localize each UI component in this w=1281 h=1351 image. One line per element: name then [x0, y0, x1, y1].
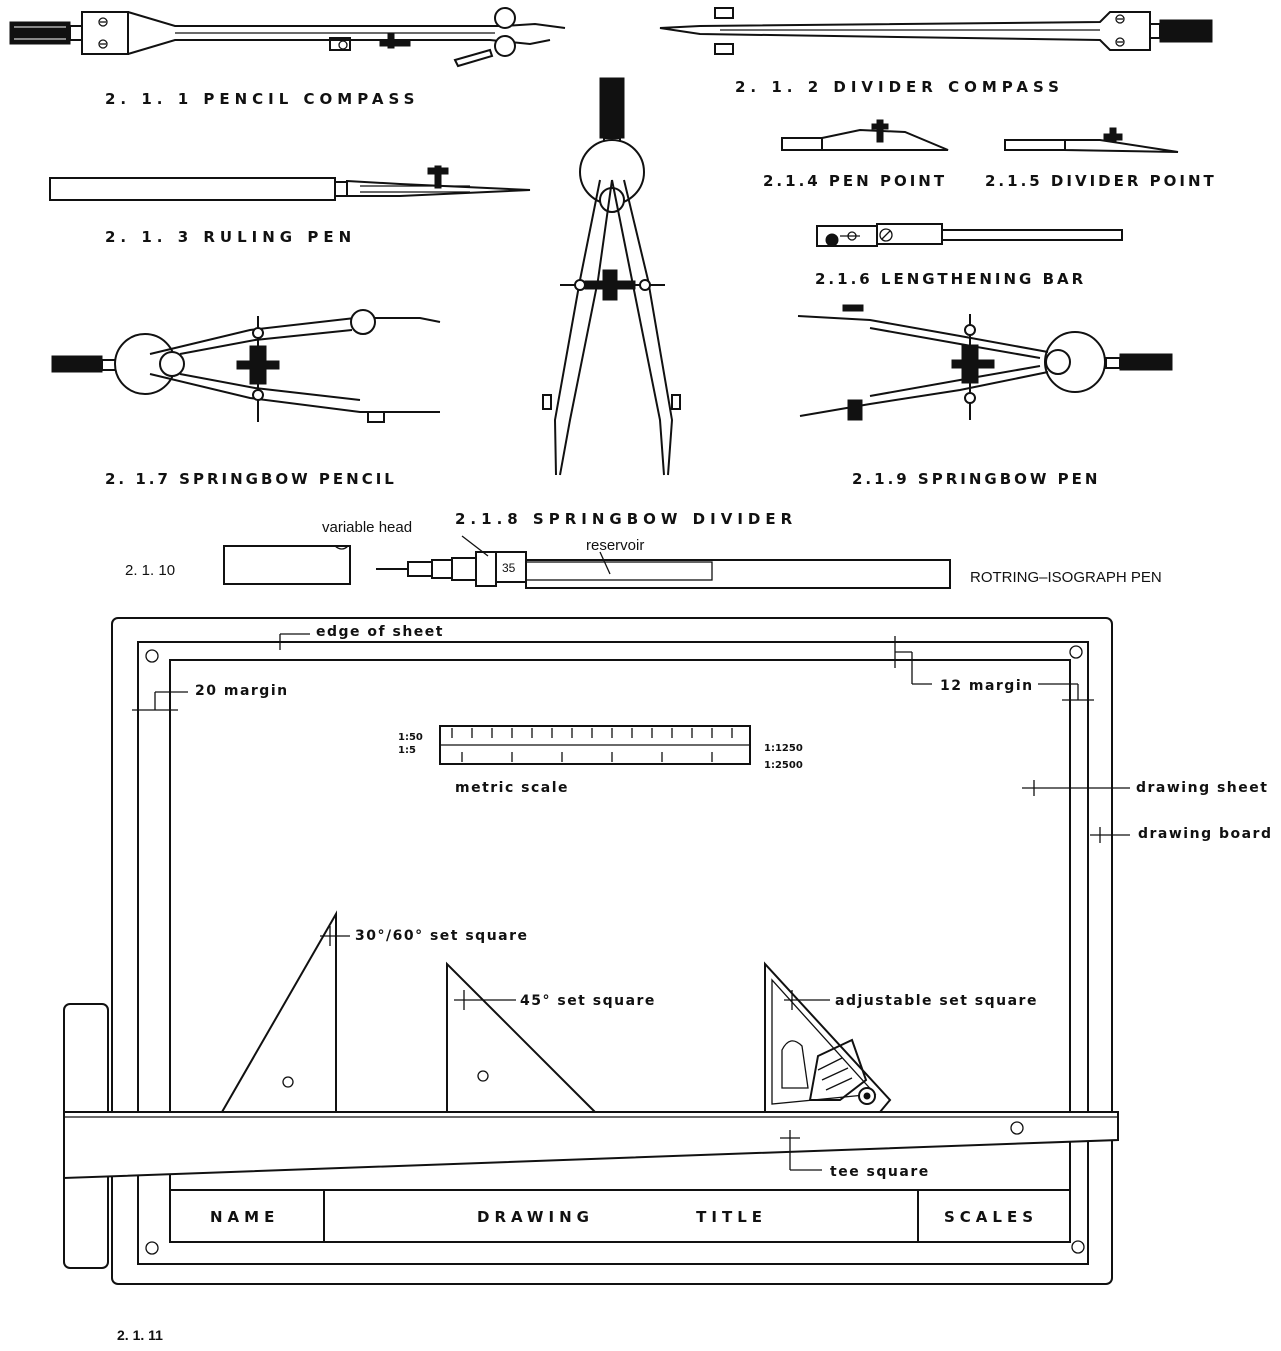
drawing-sheet-callout: [1022, 780, 1130, 796]
edge-of-sheet-callout: [274, 633, 310, 650]
adjustable-set-square-label: adjustable set square: [835, 993, 1038, 1009]
ruling-pen-drawing: [49, 165, 531, 201]
margin-12-callout: [888, 636, 1094, 706]
drawing-board-outline: [111, 617, 1113, 1285]
adjustable-set-square: [764, 961, 892, 1113]
figure-number-2-1-11: 2. 1. 11: [117, 1327, 163, 1343]
divider-compass-label: 2. 1. 2 DIVIDER COMPASS: [735, 78, 1064, 96]
pencil-compass-drawing: [9, 7, 566, 68]
scale-1-1250: 1:1250: [764, 743, 803, 754]
divider-compass-drawing: [659, 7, 1213, 55]
tee-square: [63, 1003, 1119, 1269]
tee-square-label: tee square: [830, 1164, 930, 1180]
variable-head-label: variable head: [322, 519, 412, 536]
isograph-size-number: 35: [502, 561, 516, 575]
drawing-board-label: drawing board: [1138, 826, 1272, 842]
scale-1-50: 1:50: [398, 732, 423, 743]
title-block-scales: SCALES: [944, 1208, 1038, 1226]
divider-point-drawing: [1004, 127, 1179, 153]
springbow-pen-label: 2.1.9 SPRINGBOW PEN: [852, 470, 1100, 488]
margin-20-label: 20 margin: [195, 683, 289, 699]
isograph-cap: [223, 545, 351, 585]
margin-12-label: 12 margin: [940, 678, 1034, 694]
tee-square-blade: [63, 1111, 1119, 1180]
edge-of-sheet-label: edge of sheet: [316, 624, 444, 640]
metric-scale-ruler: [439, 725, 751, 765]
title-block-drawing-title: DRAWING TITLE: [477, 1208, 767, 1226]
set-square-30-60: [221, 910, 350, 1113]
pen-point-drawing: [781, 119, 949, 151]
drawing-board: [111, 617, 1113, 1285]
set-square-45: [446, 961, 596, 1113]
margin-20-callout: [132, 691, 188, 718]
pen-point-label: 2.1.4 PEN POINT: [763, 172, 947, 190]
title-block-name: NAME: [210, 1208, 279, 1226]
set-square-30-60-label: 30°/60° set square: [355, 928, 529, 944]
springbow-pencil-drawing: [51, 309, 441, 423]
divider-point-label: 2.1.5 DIVIDER POINT: [985, 172, 1217, 190]
pencil-compass-handle: [9, 21, 71, 45]
isograph-pen-drawing: 35: [223, 535, 951, 589]
springbow-pen-drawing: [797, 304, 1173, 421]
metric-scale-label: metric scale: [455, 780, 569, 796]
reservoir-label: reservoir: [586, 537, 644, 554]
pencil-compass-head: [81, 11, 129, 55]
pencil-compass-label: 2. 1. 1 PENCIL COMPASS: [105, 90, 419, 108]
lengthening-bar-drawing: [816, 223, 1123, 247]
set-square-45-label: 45° set square: [520, 993, 656, 1009]
scale-1-5: 1:5: [398, 745, 416, 756]
springbow-divider-label: 2.1.8 SPRINGBOW DIVIDER: [455, 510, 797, 528]
ruling-pen-label: 2. 1. 3 RULING PEN: [105, 228, 356, 246]
drawing-board-callout: [1090, 827, 1130, 843]
isograph-number: 2. 1. 10: [125, 562, 175, 579]
isograph-barrel: [525, 559, 951, 589]
isograph-reservoir: [525, 561, 713, 581]
springbow-pencil-label: 2. 1.7 SPRINGBOW PENCIL: [105, 470, 397, 488]
title-block: [169, 1189, 1071, 1243]
isograph-title: ROTRING–ISOGRAPH PEN: [970, 569, 1162, 586]
drawing-sheet-label: drawing sheet: [1136, 780, 1268, 796]
drawing-sheet-edge: [137, 641, 1089, 1265]
scale-1-2500: 1:2500: [764, 760, 803, 771]
springbow-divider-drawing: [542, 77, 681, 476]
divider-compass-handle: [1159, 19, 1213, 43]
lengthening-bar-label: 2.1.6 LENGTHENING BAR: [815, 270, 1086, 288]
